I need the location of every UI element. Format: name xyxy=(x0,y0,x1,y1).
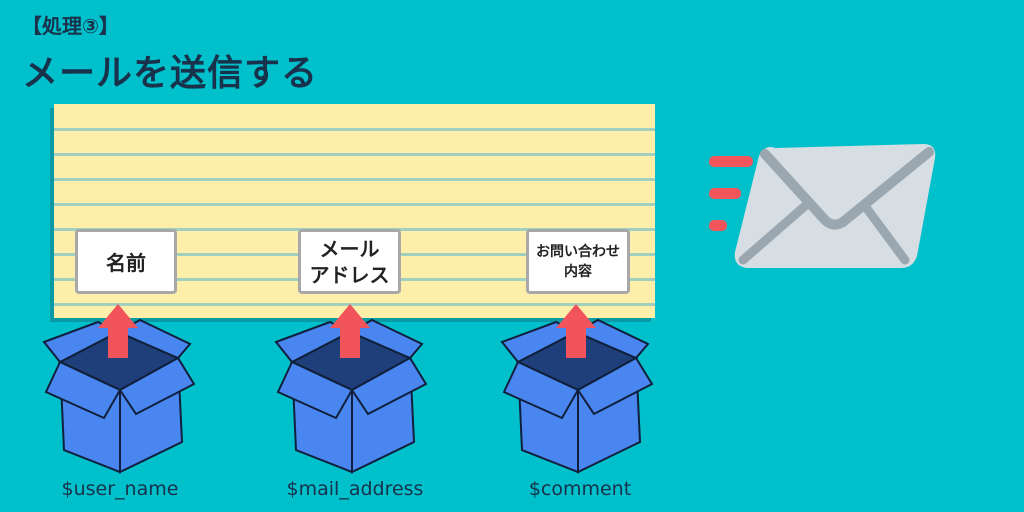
label-name: 名前 xyxy=(75,229,177,294)
box-icon-mail-address xyxy=(274,304,428,474)
var-mail-address: $mail_address xyxy=(286,478,424,500)
label-mail-line2: アドレス xyxy=(309,262,390,287)
speed-lines-icon xyxy=(709,156,753,231)
label-comment: お問い合わせ 内容 xyxy=(526,229,630,294)
step-label: 【処理③】 xyxy=(22,14,119,38)
label-comment-line1: お問い合わせ xyxy=(536,243,620,260)
label-comment-line2: 内容 xyxy=(564,263,592,280)
up-arrow-icon xyxy=(98,304,138,358)
label-name-text: 名前 xyxy=(106,251,146,275)
box-icon-user-name xyxy=(42,304,196,474)
var-comment: $comment xyxy=(528,478,632,500)
box-icon-comment xyxy=(500,304,654,474)
label-mail-address: メール アドレス xyxy=(298,229,401,294)
up-arrow-icon xyxy=(330,304,370,358)
envelope-icon xyxy=(709,144,936,268)
page-title: メールを送信する xyxy=(22,53,319,94)
var-user-name: $user_name xyxy=(61,478,179,500)
up-arrow-icon xyxy=(556,304,596,358)
label-mail-line1: メール xyxy=(319,236,380,261)
